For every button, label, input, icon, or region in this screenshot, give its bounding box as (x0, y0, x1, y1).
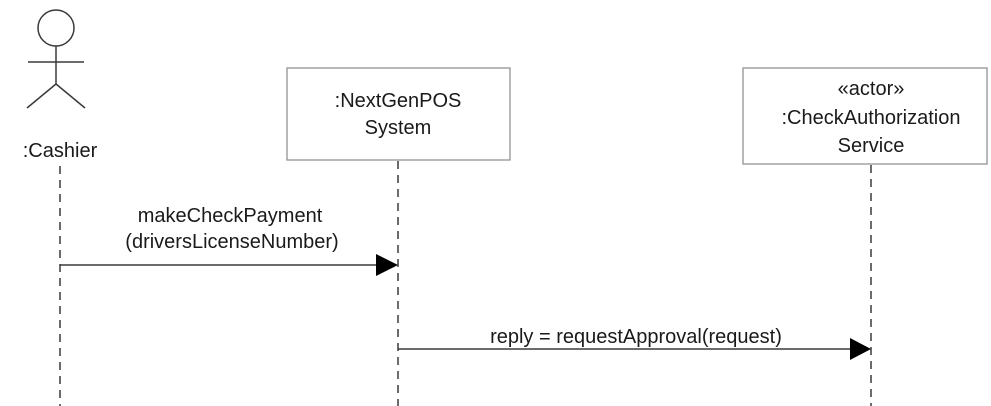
auth-service-label-line2: Service (838, 135, 905, 157)
auth-service-box (742, 67, 988, 165)
message-make-check-payment-label-line1: makeCheckPayment (138, 205, 323, 227)
cashier-actor-figure (26, 9, 86, 109)
pos-system-label-line1: :NextGenPOS (335, 90, 462, 112)
pos-system-box (286, 67, 511, 161)
cashier-label: :Cashier (23, 140, 98, 162)
actor-left-leg (26, 83, 57, 109)
pos-system-label-line2: System (365, 117, 432, 139)
message-request-approval-label: reply = requestApproval(request) (490, 326, 782, 348)
message-request-approval-arrowhead (850, 338, 871, 360)
actor-head (37, 9, 75, 47)
message-make-check-payment-label-line2: (driversLicenseNumber) (125, 231, 338, 253)
actor-right-leg (55, 83, 86, 109)
auth-service-stereotype: «actor» (838, 78, 905, 100)
auth-service-label-line1: :CheckAuthorization (782, 107, 961, 129)
message-make-check-payment-arrowhead (376, 254, 398, 276)
